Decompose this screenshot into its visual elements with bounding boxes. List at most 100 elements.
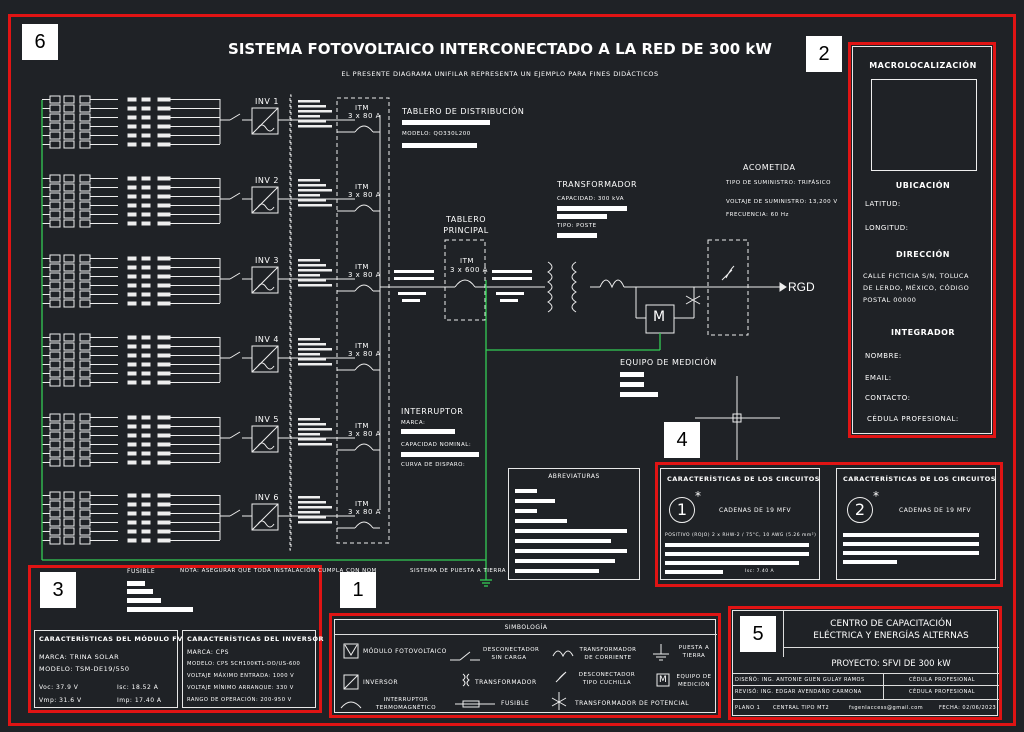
circuit-1-bar <box>665 543 809 547</box>
interruptor-curva: CURVA DE DISPARO: <box>401 462 466 468</box>
abbr-bar <box>515 509 537 513</box>
frame-titleblock <box>728 606 1002 720</box>
itm-rating: 3 x 80 A <box>348 508 381 516</box>
tablero-distribucion-model: MODELO: QO330L200 <box>402 131 471 137</box>
circuit-1-wire: POSITIVO (ROJO) 2 x RHW-2 / 75°C, 10 AWG… <box>665 533 817 538</box>
pv-string-row <box>42 254 220 263</box>
equipo-medicion-bar <box>620 382 644 387</box>
circuit-2-number: 2 <box>847 497 873 523</box>
pv-string-row <box>42 378 220 387</box>
address-line-2: DE LERDO, MÉXICO, CÓDIGO <box>863 284 970 292</box>
symbol-desconectador-cuchilla: DESCONECTADOR TIPO CUCHILLA <box>578 672 636 686</box>
pv-string-row <box>42 210 220 219</box>
tablero-principal-rating: 3 x 600 A <box>450 266 488 274</box>
nombre-label: NOMBRE: <box>865 352 902 360</box>
callout-4: 4 <box>664 422 700 458</box>
titleblock-org-1: CENTRO DE CAPACITACIÓN <box>830 619 952 629</box>
pv-string-row <box>42 491 220 500</box>
inverter-label: INV 6 <box>255 493 279 502</box>
titleblock-org-2: ELÉCTRICA Y ENERGÍAS ALTERNAS <box>813 631 969 641</box>
symbol-transformador-potencial: TRANSFORMADOR DE POTENCIAL <box>575 700 690 707</box>
fusible-bar <box>127 581 145 586</box>
pv-string-row <box>42 140 220 149</box>
itm-label: ITM <box>355 500 369 508</box>
fusible-bar <box>127 589 153 594</box>
pv-string-row <box>42 263 220 272</box>
feeder-bar <box>402 299 420 302</box>
address-line-3: POSTAL 00000 <box>863 296 917 304</box>
inversor-modelo: MODELO: CPS SCH100KTL-DO/US-600 <box>187 661 301 667</box>
inversor-marca: MARCA: CPS <box>187 649 229 656</box>
footer-note-nom: NOTA: ASEGURAR QUE TODA INSTALACIÓN CUMP… <box>180 568 377 574</box>
frame-macrolocalizacion <box>848 42 996 438</box>
pv-string-row <box>42 290 220 299</box>
circuit-1-asterisk: * <box>695 489 701 503</box>
direccion-title: DIRECCIÓN <box>896 250 950 259</box>
tablero-distribucion-title: TABLERO DE DISTRIBUCIÓN <box>402 107 525 116</box>
pv-string-row <box>42 413 220 422</box>
pv-string-row <box>42 458 220 467</box>
circuit-2-asterisk: * <box>873 489 879 503</box>
pv-string-row <box>42 281 220 290</box>
modulo-voc: Voc: 37.9 V <box>39 684 79 691</box>
circuit-2-bar <box>843 551 979 555</box>
transformador-title: TRANSFORMADOR <box>557 180 638 189</box>
transformador-bar <box>557 214 607 219</box>
fusible-title: FUSIBLE <box>127 568 156 575</box>
feeder-bar <box>500 299 518 302</box>
simbologia-symbols <box>340 643 670 710</box>
interruptor-marca: MARCA: <box>401 420 426 426</box>
integrador-title: INTEGRADOR <box>890 328 956 337</box>
symbol-equipo-medicion: EQUIPO DE MEDICIÓN <box>676 674 712 688</box>
circuit-1-bar <box>665 561 799 565</box>
abreviaturas-box: ABREVIATURAS <box>508 468 640 580</box>
abbr-bar <box>515 499 555 503</box>
itm-label: ITM <box>355 263 369 271</box>
circuit-1-current: Isc: 7.40 A <box>745 569 775 574</box>
acometida-line2: VOLTAJE DE SUMINISTRO: 13,200 V <box>726 199 838 205</box>
pv-string-row <box>42 95 220 104</box>
pv-string-row <box>42 449 220 458</box>
titleblock-project: PROYECTO: SFVI DE 300 kW <box>831 659 951 669</box>
feeder-bar <box>492 270 532 273</box>
itm-label: ITM <box>355 342 369 350</box>
frame-main-diagram <box>8 14 1016 726</box>
abbr-bar <box>515 539 611 543</box>
abbr-bar <box>515 489 537 493</box>
diagram-subtitle: EL PRESENTE DIAGRAMA UNIFILAR REPRESENTA… <box>341 70 659 78</box>
inverter-label: INV 4 <box>255 335 279 344</box>
transformador-bar <box>557 206 627 211</box>
symbol-transformador: TRANSFORMADOR <box>475 679 537 686</box>
callout-1: 1 <box>340 572 376 608</box>
macrolocalizacion-panel: MACROLOCALIZACIÓN UBICACIÓN LATITUD: LON… <box>852 46 992 434</box>
itm-rating: 3 x 80 A <box>348 350 381 358</box>
itm-label: ITM <box>355 422 369 430</box>
inverter-label: INV 5 <box>255 415 279 424</box>
tablero-principal-title: TABLERO PRINCIPAL <box>443 215 489 235</box>
circuit-2-strings: CADENAS DE 19 MFV <box>899 507 972 514</box>
abbr-bar <box>515 569 599 573</box>
pv-string-row <box>42 536 220 545</box>
meter-symbol-letter: M <box>659 675 667 685</box>
modulo-imp: Imp: 17.40 A <box>117 697 162 704</box>
inversor-vmax: VOLTAJE MÁXIMO ENTRADA: 1000 V <box>187 673 295 679</box>
transformador-capacity: CAPACIDAD: 300 kVA <box>557 196 625 202</box>
pv-string-row <box>42 509 220 518</box>
abbr-bar <box>515 519 567 523</box>
latitud-label: LATITUD: <box>865 200 901 208</box>
tablero-distribucion-bar2 <box>402 143 477 148</box>
acometida-line3: FRECUENCIA: 60 Hz <box>726 212 789 218</box>
circuit-1-box: CARACTERÍSTICAS DE LOS CIRCUITOS 1 * CAD… <box>660 468 820 580</box>
abbr-bar <box>515 559 615 563</box>
abreviaturas-title: ABREVIATURAS <box>548 473 600 480</box>
modulo-modelo: MODELO: TSM-DE19/550 <box>39 665 130 673</box>
modulo-vmp: Vmp: 31.6 V <box>39 697 82 704</box>
callout-3: 3 <box>40 572 76 608</box>
pv-string-row <box>42 369 220 378</box>
pv-string-row <box>42 183 220 192</box>
pv-string-row <box>42 113 220 122</box>
longitud-label: LONGITUD: <box>865 224 909 232</box>
itm-label: ITM <box>355 183 369 191</box>
frame-circuits <box>655 462 1003 587</box>
